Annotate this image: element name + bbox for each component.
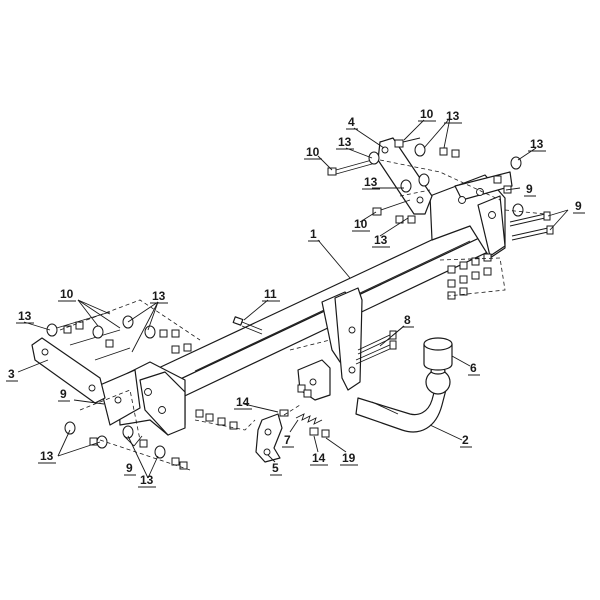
left-side-bracket <box>99 361 186 436</box>
callout-3: 3 <box>8 367 15 381</box>
callout-13-top-b: 13 <box>364 175 378 189</box>
bolts-part-8 <box>355 330 397 365</box>
callout-2: 2 <box>462 433 469 447</box>
callout-8: 8 <box>404 313 411 327</box>
callout-13-left-mid: 13 <box>152 289 166 303</box>
callout-13-top-c: 13 <box>374 233 388 247</box>
callout-6: 6 <box>470 361 477 375</box>
callout-13-bottom: 13 <box>140 473 154 487</box>
callout-13-left-top: 13 <box>18 309 32 323</box>
callout-13-left-low: 13 <box>40 449 54 463</box>
callout-9-right: 9 <box>575 199 582 213</box>
bolts-part-10-right <box>327 137 421 216</box>
callout-10-mid: 10 <box>354 217 368 231</box>
side-plate-part-3 <box>31 337 106 404</box>
callout-19: 19 <box>342 451 356 465</box>
ball-cap-part-6 <box>423 337 453 371</box>
callout-9-left: 9 <box>60 387 67 401</box>
callout-10-top: 10 <box>306 145 320 159</box>
towball-neck-part-2 <box>355 367 451 433</box>
callout-10-left: 10 <box>60 287 74 301</box>
spring-part-7 <box>295 413 323 425</box>
callout-underlines <box>6 120 585 488</box>
bolt-part-11 <box>232 316 263 335</box>
callout-4: 4 <box>348 115 355 129</box>
callout-14-lower: 14 <box>312 451 326 465</box>
callout-leaders <box>17 117 569 479</box>
socket-plate-part-5 <box>255 409 289 463</box>
callout-11: 11 <box>264 287 277 301</box>
callout-5: 5 <box>272 461 279 475</box>
callout-7: 7 <box>284 433 291 447</box>
callout-1: 1 <box>310 227 317 241</box>
callout-13-top-d: 13 <box>446 109 460 123</box>
callout-14-upper: 14 <box>236 395 250 409</box>
callout-13-right: 13 <box>530 137 544 151</box>
callout-9-right-upper: 9 <box>526 182 533 196</box>
callout-10-top-right: 10 <box>420 107 434 121</box>
callout-13-top-a: 13 <box>338 135 352 149</box>
callout-labels: 1 2 3 4 5 6 7 8 9 9 9 9 10 10 10 10 11 1… <box>8 107 582 487</box>
callout-9-left-lower: 9 <box>126 461 133 475</box>
